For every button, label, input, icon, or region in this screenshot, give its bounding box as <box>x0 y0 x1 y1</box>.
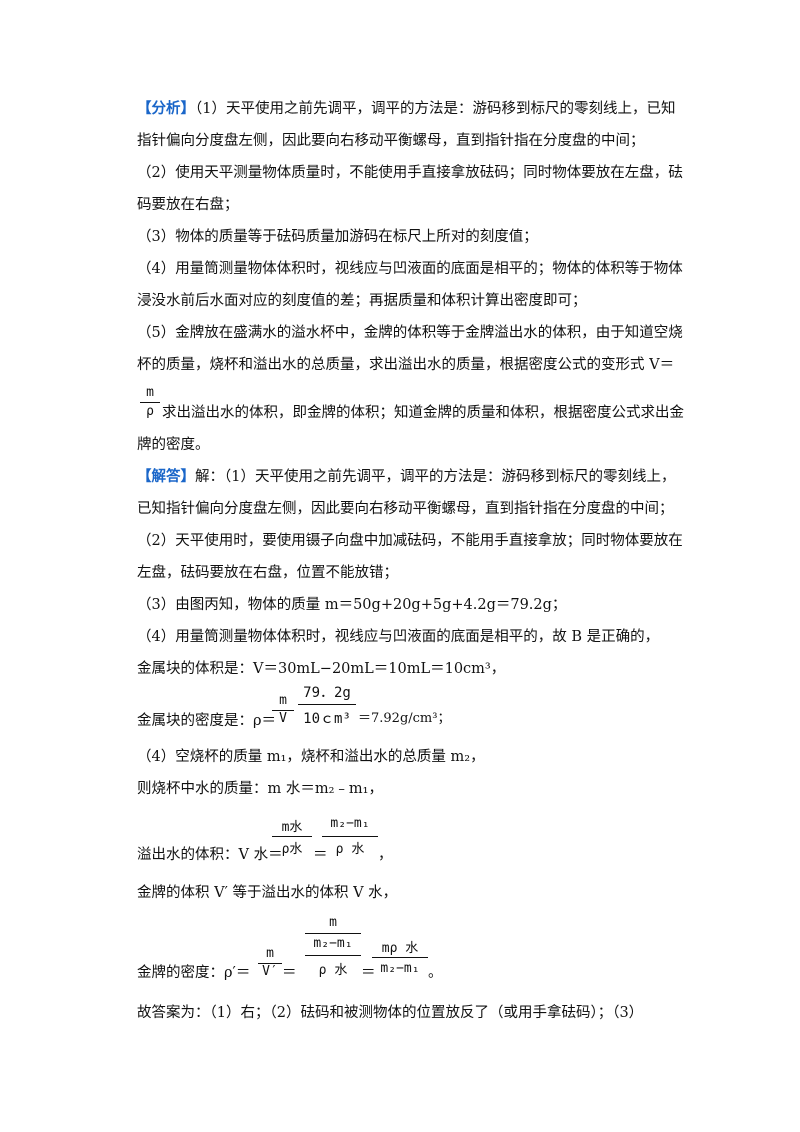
analysis-line-6: （4）用量筒测量物体体积时，视线应与凹液面的底面是相平的；物体的体积等于物体 <box>137 261 683 277</box>
fraction-m-rho-water-over-m2-minus-m1: mρ 水 m₂−m₁ <box>372 937 428 985</box>
answer-line-3: （2）天平使用时，要使用镊子向盘中加减砝码，不能用手直接拿放；同时物体要放在 <box>137 533 683 549</box>
metal-density-label: 金属块的密度是：ρ＝ <box>137 713 277 729</box>
answer-line-14: 故答案为：（1）右；（2）砝码和被测物体的位置放反了（或用手拿砝码）；（3） <box>137 1005 644 1021</box>
answer-line-6: （4）用量筒测量物体体积时，视线应与凹液面的底面是相平的，故 B 是正确的， <box>137 629 660 645</box>
fraction-bar <box>140 402 160 403</box>
analysis-line-2: 指针偏向分度盘左侧，因此要向右移动平衡螺母，直到指针指在分度盘的中间； <box>137 133 645 149</box>
analysis-line-4: 码要放在右盘； <box>137 197 239 213</box>
fraction-m-over-v: m V <box>272 693 294 733</box>
fraction-m-water-over-rho-water: m水 ρ水 <box>272 816 312 860</box>
equals-sign: ＝ <box>282 965 297 981</box>
comma: ， <box>378 847 393 863</box>
metal-density-result: ＝7.92g/cm³； <box>358 711 451 726</box>
equals-sign: ＝ <box>361 965 376 981</box>
fraction-m2-minus-m1-over-rho-water: m₂−m₁ ρ 水 <box>322 816 378 860</box>
fraction-m-over-v-prime: m V′ <box>258 946 282 986</box>
analysis-line-8: （5）金牌放在盛满水的溢水杯中，金牌的体积等于金牌溢出水的体积，由于知道空烧 <box>137 325 683 341</box>
analysis-line-1: 【分析】（1）天平使用之前先调平，调平的方法是：游码移到标尺的零刻线上，已知 <box>137 100 676 117</box>
analysis-line-11: 牌的密度。 <box>137 437 210 453</box>
answer-line-4: 左盘，砝码要放在右盘，位置不能放错； <box>137 565 398 581</box>
answer-tag: 【解答】 <box>137 468 195 485</box>
analysis-line-5: （3）物体的质量等于砝码质量加游码在标尺上所对的刻度值； <box>137 229 538 245</box>
answer-line-9: （4）空烧杯的质量 m₁，烧杯和溢出水的总质量 m₂， <box>137 749 485 765</box>
answer-line-10: 则烧杯中水的质量：m 水＝m₂﹣m₁， <box>137 781 383 797</box>
analysis-line-10: 求出溢出水的体积，即金牌的体积；知道金牌的质量和体积，根据密度公式求出金 <box>162 405 684 421</box>
answer-line-5: （3）由图丙知，物体的质量 m＝50g+20g+5g+4.2g＝79.2g； <box>137 597 567 613</box>
compound-fraction: m m₂−m₁ ρ 水 <box>305 915 361 987</box>
analysis-line-9: 杯的质量，烧杯和溢出水的总质量，求出溢出水的质量，根据密度公式的变形式 V＝ <box>137 357 675 373</box>
analysis-line-3: （2）使用天平测量物体质量时，不能使用手直接拿放砝码；同时物体要放在左盘，砝 <box>137 165 683 181</box>
answer-line-7: 金属块的体积是：V＝30mL−20mL＝10mL＝10cm³， <box>137 661 506 677</box>
equals-sign: ＝ <box>313 847 328 863</box>
fraction-m-over-rho: m ρ <box>140 385 160 425</box>
fraction-79-2g-over-10cm3: 79．2g 10ｃm³ <box>298 682 356 730</box>
answer-line-1: 【解答】解：（1）天平使用之前先调平，调平的方法是：游码移到标尺的零刻线上， <box>137 468 676 485</box>
answer-line-2: 已知指针偏向分度盘左侧，因此要向右移动平衡螺母，直到指针指在分度盘的中间； <box>137 501 674 517</box>
answer-line-12: 金牌的体积 V′ 等于溢出水的体积 V 水， <box>137 885 398 901</box>
analysis-line-7: 浸没水前后水面对应的刻度值的差；再据质量和体积计算出密度即可； <box>137 293 587 309</box>
medal-density-label: 金牌的密度：ρ′＝ <box>137 965 251 981</box>
analysis-tag: 【分析】 <box>137 100 195 117</box>
period: 。 <box>428 965 443 981</box>
overflow-volume-label: 溢出水的体积：V 水＝ <box>137 847 283 863</box>
